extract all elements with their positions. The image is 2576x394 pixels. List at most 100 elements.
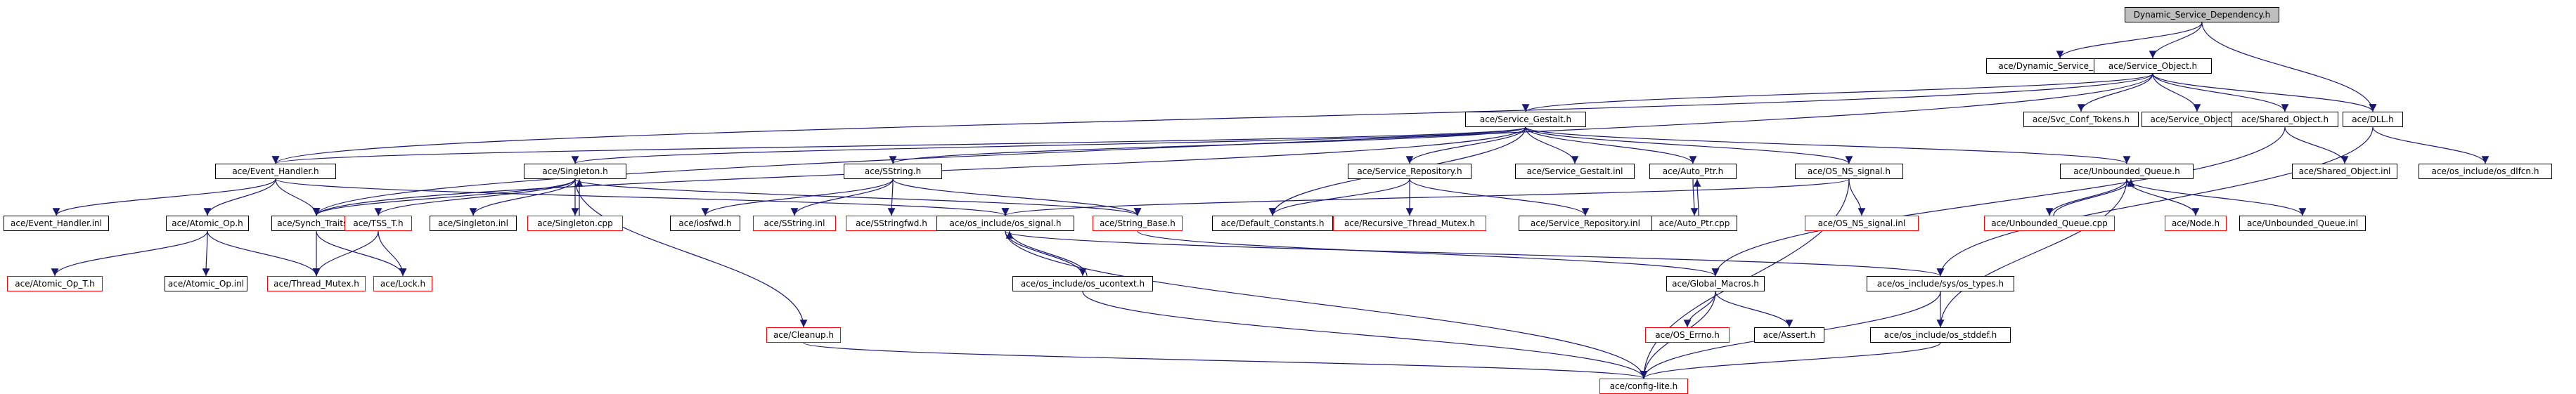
edge-so-to-shobj [2152, 73, 2289, 112]
edge-osns-to-ossig [1002, 178, 1850, 216]
node-iosfwd[interactable]: ace/iosfwd.h [670, 216, 740, 231]
node-cleanup[interactable]: ace/Cleanup.h [766, 327, 841, 343]
node-sginl[interactable]: ace/Service_Gestalt.inl [1515, 164, 1635, 179]
node-srepinl[interactable]: ace/Service_Repository.inl [1519, 216, 1652, 231]
edge-cleanup-to-config [803, 342, 1647, 379]
node-defc[interactable]: ace/Default_Constants.h [1212, 216, 1333, 231]
edge-osns-to-osnsinl [1848, 178, 1866, 216]
node-sct[interactable]: ace/Svc_Conf_Tokens.h [2023, 112, 2139, 127]
node-lock[interactable]: ace/Lock.h [373, 276, 432, 291]
edge-sg-to-osns [1525, 126, 1853, 164]
node-sstr[interactable]: ace/SString.h [844, 164, 942, 179]
node-atomh[interactable]: ace/Atomic_Op.h [166, 216, 249, 231]
node-srep[interactable]: ace/Service_Repository.h [1348, 164, 1471, 179]
node-atomt[interactable]: ace/Atomic_Op_T.h [7, 276, 103, 291]
edge-eh-to-ehinl [52, 178, 276, 216]
node-aptrcpp[interactable]: ace/Auto_Ptr.cpp [1651, 216, 1737, 231]
edge-ubq-to-ubqinl [2126, 178, 2307, 216]
edge-so-to-eh [272, 73, 2153, 164]
node-nodeh[interactable]: ace/Node.h [2165, 216, 2227, 231]
edge-sstr-to-iosfwd [701, 178, 894, 216]
edge-sstr-to-sstrfwd [887, 178, 896, 216]
edge-so-to-sct [2077, 73, 2153, 112]
edge-atomh-to-atominl [202, 230, 210, 277]
edge-sg-to-aptr [1525, 126, 1697, 164]
edge-sg-to-srep [1405, 126, 1526, 164]
node-dlfcn[interactable]: ace/os_include/os_dlfcn.h [2419, 164, 2552, 179]
edges-layer [51, 22, 2490, 379]
node-thm[interactable]: ace/Thread_Mutex.h [267, 276, 366, 291]
node-ubq[interactable]: ace/Unbounded_Queue.h [2060, 164, 2194, 179]
edge-ossig-to-systypes [1005, 230, 1944, 277]
edge-sg-to-sstr [889, 126, 1526, 164]
edge-sstr-to-strbase [892, 178, 1142, 216]
edge-gmac-to-oserrno [1683, 291, 1716, 328]
edge-dll-to-systypes [1936, 126, 2374, 277]
node-sg[interactable]: ace/Service_Gestalt.h [1465, 112, 1586, 127]
node-dll[interactable]: ace/DLL.h [2343, 112, 2403, 127]
edge-so-to-soinl [2152, 73, 2201, 112]
edge-root-to-so [2149, 22, 2203, 59]
node-strbase[interactable]: ace/String_Base.h [1093, 216, 1183, 231]
edge-singh-to-synch [312, 178, 576, 216]
node-osnsinl[interactable]: ace/OS_NS_signal.inl [1805, 216, 1919, 231]
node-tsst[interactable]: ace/TSS_T.h [344, 216, 412, 231]
edge-shobj-to-shobjinl [2284, 126, 2349, 164]
edge-dll-to-dlfcn [2372, 126, 2490, 164]
edge-atomh-to-thm [207, 230, 321, 277]
node-shobj[interactable]: ace/Shared_Object.h [2232, 112, 2338, 127]
edge-tsst-to-thm [312, 230, 379, 277]
edge-ubq-to-ubqcpp [2045, 178, 2127, 216]
node-oserrno[interactable]: ace/OS_Errno.h [1645, 327, 1730, 343]
edge-atomh-to-atomt [51, 230, 208, 277]
node-osns[interactable]: ace/OS_NS_signal.h [1795, 164, 1903, 179]
node-systypes[interactable]: ace/os_include/sys/os_types.h [1867, 276, 2014, 291]
edge-eh-to-ossig [275, 178, 1009, 216]
node-shobjinl[interactable]: ace/Shared_Object.inl [2292, 164, 2397, 179]
node-ubqinl[interactable]: ace/Unbounded_Queue.inl [2239, 216, 2366, 231]
node-singh[interactable]: ace/Singleton.h [524, 164, 626, 179]
edge-aptr-to-aptrcpp [1690, 178, 1699, 216]
edge-sg-to-ubq [1525, 126, 2131, 164]
edge-root-to-dsb [2056, 22, 2203, 59]
node-rtm[interactable]: ace/Recursive_Thread_Mutex.h [1333, 216, 1486, 231]
edge-eh-to-atomh [203, 178, 276, 216]
node-ehinl[interactable]: ace/Event_Handler.inl [4, 216, 109, 231]
edge-sg-to-singh [572, 126, 1526, 164]
edge-ubq-to-stddef [1936, 178, 2127, 328]
node-sstrfwd[interactable]: ace/SStringfwd.h [846, 216, 937, 231]
node-singcpp[interactable]: ace/Singleton.cpp [527, 216, 623, 231]
node-gmac[interactable]: ace/Global_Macros.h [1666, 276, 1765, 291]
node-aptr[interactable]: ace/Auto_Ptr.h [1649, 164, 1737, 179]
edge-aptrcpp-to-aptr [1693, 178, 1701, 216]
node-config[interactable]: ace/config-lite.h [1599, 379, 1688, 394]
node-soinl[interactable]: ace/Service_Object.inl [2142, 112, 2253, 127]
node-assert[interactable]: ace/Assert.h [1754, 327, 1824, 343]
edge-so-to-dll [2152, 73, 2377, 112]
node-osuctx[interactable]: ace/os_include/os_ucontext.h [1012, 276, 1153, 291]
node-eh[interactable]: ace/Event_Handler.h [215, 164, 336, 179]
node-singinl[interactable]: ace/Singleton.inl [430, 216, 517, 231]
edge-stddef-to-config [1640, 342, 1941, 379]
edge-ubqcpp-to-ubq [2053, 178, 2135, 216]
edge-osuctx-to-ossig [1005, 230, 1088, 277]
node-sstrinl[interactable]: ace/SString.inl [753, 216, 836, 231]
edge-singh-to-strbase [574, 178, 1142, 216]
node-atominl[interactable]: ace/Atomic_Op.inl [165, 276, 247, 291]
node-stddef[interactable]: ace/os_include/os_stddef.h [1870, 327, 2011, 343]
edge-singh-to-cleanup [574, 178, 808, 328]
edge-singh-to-singinl [469, 178, 576, 216]
edge-strbase-to-gmac [1137, 230, 1720, 277]
node-so[interactable]: ace/Service_Object.h [2094, 58, 2212, 74]
node-ossig[interactable]: ace/os_include/os_signal.h [936, 216, 1074, 231]
node-ubqcpp[interactable]: ace/Unbounded_Queue.cpp [1984, 216, 2115, 231]
edge-srep-to-srepinl [1409, 178, 1590, 216]
edge-sstr-to-sstrinl [790, 178, 894, 216]
edge-ossig-to-config [1005, 230, 1648, 379]
edge-sg-to-eh [272, 126, 1526, 164]
edge-shobj-to-gmac [1711, 126, 2286, 277]
edge-so-to-sg [1521, 73, 2153, 112]
edge-singh-to-tsst [374, 178, 576, 216]
edge-tsst-to-lock [378, 230, 407, 277]
